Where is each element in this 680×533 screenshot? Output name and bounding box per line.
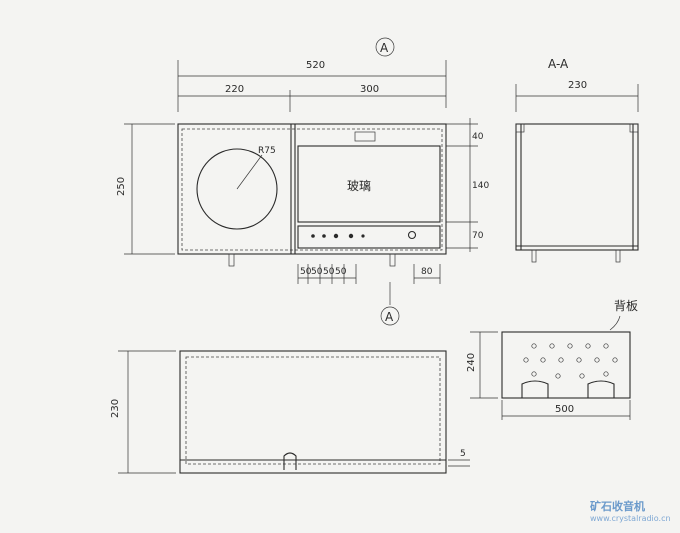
back-width-label: 500 — [555, 404, 574, 415]
vent-hole — [555, 373, 561, 379]
knob-dot — [333, 233, 339, 239]
front-outline — [177, 123, 447, 255]
right-height-bottom: 70 — [472, 231, 484, 241]
vent-hole — [531, 371, 537, 377]
side-depth-label: 230 — [568, 80, 587, 91]
back-panel: 背板 240 500 — [466, 299, 638, 420]
back-height-label: 240 — [466, 353, 477, 372]
spacing-label: 50 — [335, 267, 347, 277]
vent-hole — [585, 343, 591, 349]
spacing-label: 50 — [323, 267, 335, 277]
foot — [389, 253, 396, 267]
control-strip — [297, 225, 441, 249]
top-outline — [179, 350, 447, 474]
right-part-width-label: 300 — [360, 84, 379, 95]
front-view: 520 220 300 A R75 玻璃 — [116, 37, 489, 326]
right-height-top: 40 — [472, 132, 484, 142]
dial-radius-label: R75 — [258, 146, 276, 156]
section-marker-bottom-label: A — [385, 310, 394, 324]
handle — [283, 452, 297, 470]
glass-label: 玻璃 — [347, 179, 371, 193]
vent-hole — [558, 357, 564, 363]
watermark-url: www.crystalradio.cn — [590, 514, 671, 523]
tuning-knob — [407, 230, 417, 240]
vent-hole — [576, 357, 582, 363]
section-marker-bottom — [380, 306, 400, 326]
section-title: A-A — [548, 57, 569, 71]
vent-hole — [603, 343, 609, 349]
spacing-label: 50 — [311, 267, 323, 277]
thickness-label: 5 — [460, 449, 466, 459]
back-panel-outline — [501, 331, 631, 399]
knob-dot — [311, 234, 315, 238]
knob-dot — [348, 233, 354, 239]
vent-hole — [594, 357, 600, 363]
height-label: 250 — [116, 177, 127, 196]
vent-hole — [531, 343, 537, 349]
foot — [531, 249, 537, 263]
glass-window — [297, 145, 441, 223]
dial-circle — [196, 148, 278, 230]
knob-dot — [322, 234, 326, 238]
top-depth-label: 230 — [110, 399, 121, 418]
knob-dot — [361, 234, 365, 238]
watermark-text: 矿石收音机 — [590, 499, 645, 513]
back-panel-label: 背板 — [614, 299, 638, 313]
vent-hole — [540, 357, 546, 363]
vent-hole — [567, 343, 573, 349]
foot — [228, 253, 235, 267]
vent-hole — [523, 357, 529, 363]
side-outline — [515, 123, 639, 251]
left-part-width-label: 220 — [225, 84, 244, 95]
vent-hole — [603, 371, 609, 377]
section-marker-top — [375, 37, 395, 57]
spacing-label: 50 — [300, 267, 312, 277]
side-section: A-A 230 — [515, 57, 639, 263]
foot — [615, 249, 621, 263]
right-height-mid: 140 — [472, 181, 489, 191]
top-view: 230 5 — [110, 350, 470, 474]
vent-hole — [579, 373, 585, 379]
foot-offset-label: 80 — [421, 267, 433, 277]
vent-hole — [612, 357, 618, 363]
overall-width-label: 520 — [306, 60, 325, 71]
section-marker-top-label: A — [380, 41, 389, 55]
vent-hole — [549, 343, 555, 349]
